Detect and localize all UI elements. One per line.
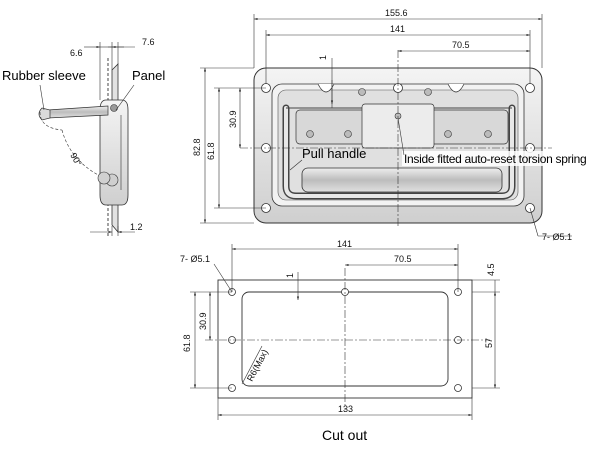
dim-6-6: 6.6 <box>70 48 83 58</box>
dim-155-6: 155.6 <box>385 8 408 18</box>
dim-1-2: 1.2 <box>130 222 143 232</box>
dim-30-9: 30.9 <box>228 110 238 128</box>
angle-90: 90° <box>68 151 84 168</box>
cut-radius-label: R6(Max) <box>245 348 270 383</box>
cut-dim-1: 1 <box>285 273 295 278</box>
cut-dim-70-5: 70.5 <box>394 254 412 264</box>
dim-141: 141 <box>390 24 405 34</box>
flange-hole <box>525 83 535 93</box>
label-pull-handle: Pull handle <box>302 146 366 161</box>
dim-61-8: 61.8 <box>206 142 216 160</box>
dim-7-6: 7.6 <box>142 37 155 47</box>
label-panel: Panel <box>132 68 165 83</box>
cut-dim-141: 141 <box>337 239 352 249</box>
top-holes-label: 7- Ø5.1 <box>542 232 572 242</box>
cut-dim-30-9: 30.9 <box>198 312 208 330</box>
top-view: 155.6 141 70.5 1 82.8 61.8 30.9 7- Ø5.1 … <box>192 8 596 242</box>
handle-grip <box>301 167 503 193</box>
cut-dim-133: 133 <box>338 404 353 414</box>
side-view: 6.6 7.6 1.2 90° Rubber sleeve Panel <box>2 37 165 236</box>
cutout-view: 141 70.5 1 7- Ø5.1 4.5 57 61.8 30.9 R6(M… <box>180 239 500 443</box>
label-rubber-sleeve: Rubber sleeve <box>2 68 86 83</box>
cut-holes-label: 7- Ø5.1 <box>180 254 210 264</box>
leader-panel <box>115 84 135 111</box>
dim-70-5: 70.5 <box>452 40 470 50</box>
cutout-caption: Cut out <box>322 427 367 443</box>
cut-dim-57: 57 <box>484 338 494 348</box>
label-torsion-spring: Inside fitted auto-reset torsion spring <box>404 152 586 166</box>
cut-dim-61-8: 61.8 <box>182 334 192 352</box>
cut-dim-4-5: 4.5 <box>486 263 496 276</box>
leader-rubber-sleeve <box>39 84 45 111</box>
dim-82-8: 82.8 <box>192 138 202 156</box>
dim-1: 1 <box>318 55 328 60</box>
